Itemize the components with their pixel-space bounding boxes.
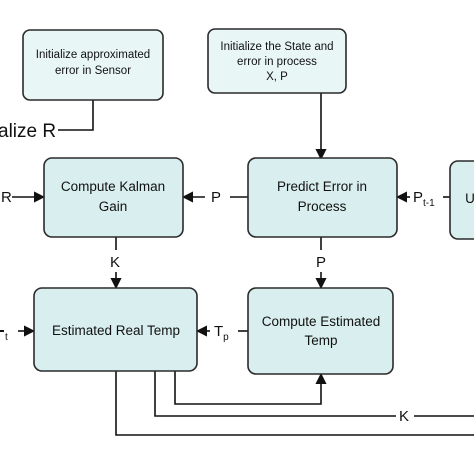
compute-estimated-temp-box: Compute Estimated Temp [247, 287, 394, 375]
init-sensor-error-line-2: error in Sensor [55, 65, 131, 77]
init-sensor-error-box: Initialize approximated error in Sensor [22, 29, 164, 101]
estimated-real-temp-box: Estimated Real Temp [33, 287, 198, 372]
tp-label: Tp [214, 323, 229, 343]
init-state-line-3: X, P [266, 71, 288, 83]
init-state-line-2: error in process [237, 56, 317, 68]
update-box-partial: U [449, 160, 474, 240]
p-prev-main: P [413, 189, 423, 206]
z-subscript-label: t [5, 332, 8, 343]
predict-error-line-1: Predict Error in [277, 179, 367, 194]
edge-estimated-feedback-to-compute [174, 371, 327, 405]
compute-kalman-gain-line-1: Compute Kalman [61, 179, 165, 194]
initialize-r-label: alize R [0, 121, 56, 142]
k-down-label: K [110, 254, 120, 271]
p-prev-subscript: t-1 [423, 198, 435, 209]
z-cropped-stroke [0, 330, 4, 332]
edge-k-bottom-left [154, 371, 396, 417]
tp-main: T [214, 323, 223, 340]
p-down-label: P [316, 254, 326, 271]
compute-kalman-gain-line-2: Gain [99, 199, 128, 214]
k-bottom-label: K [399, 408, 409, 425]
estimated-real-temp-line-1: Estimated Real Temp [52, 323, 180, 338]
edge-sensor-to-initialize-r [58, 100, 94, 131]
p-to-gain-label: P [211, 189, 221, 206]
r-input-label: R [1, 189, 12, 206]
tp-subscript: p [223, 332, 229, 343]
update-box-label: U [465, 191, 474, 206]
init-sensor-error-line-1: Initialize approximated [36, 49, 150, 61]
predict-error-line-2: Process [298, 199, 347, 214]
predict-error-box: Predict Error in Process [247, 157, 398, 238]
p-prev-label: Pt-1 [413, 189, 435, 209]
compute-estimated-temp-line-2: Temp [304, 333, 337, 348]
init-state-line-1: Initialize the State and [220, 41, 333, 53]
init-state-box: Initialize the State and error in proces… [207, 28, 347, 94]
edge-bottom-loop [115, 371, 474, 436]
compute-estimated-temp-line-1: Compute Estimated [262, 314, 381, 329]
compute-kalman-gain-box: Compute Kalman Gain [43, 157, 184, 238]
